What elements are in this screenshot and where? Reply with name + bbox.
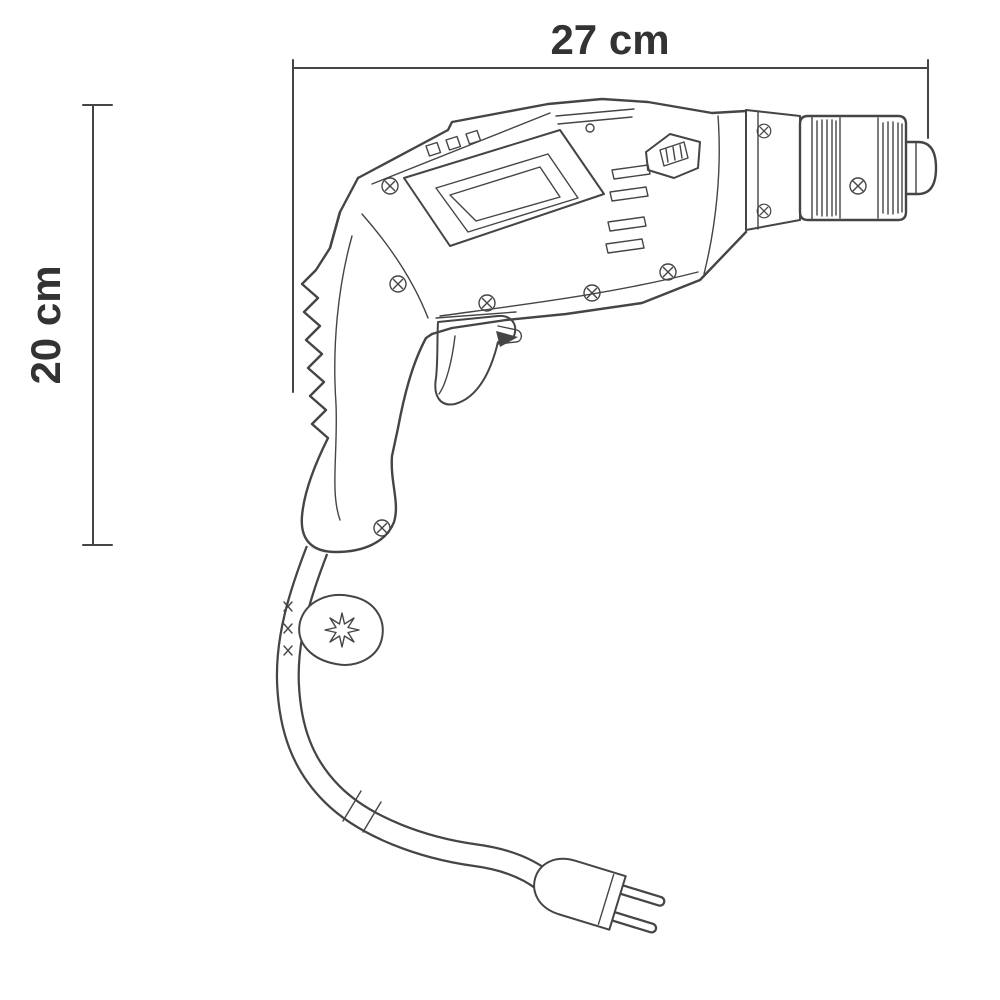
drill-handle bbox=[300, 210, 434, 554]
height-dimension: 20 cm bbox=[22, 104, 113, 546]
trigger bbox=[434, 311, 523, 406]
power-cord bbox=[275, 545, 553, 892]
screw-icon bbox=[373, 519, 391, 537]
power-plug bbox=[533, 857, 666, 934]
strain-relief-badge bbox=[298, 594, 384, 666]
trigger-lock-button bbox=[496, 325, 523, 345]
drill-chuck bbox=[798, 114, 938, 222]
forward-reverse-switch bbox=[645, 133, 701, 179]
nameplate-lines bbox=[555, 108, 635, 125]
cord-brand-marks bbox=[283, 601, 293, 656]
star-icon bbox=[324, 612, 360, 648]
handle-inner-line bbox=[334, 235, 353, 521]
trigger-outline bbox=[434, 314, 517, 406]
screw-icon bbox=[381, 177, 399, 195]
width-dimension: 27 cm bbox=[292, 16, 929, 393]
plug-body bbox=[533, 857, 627, 931]
chuck-outline bbox=[798, 114, 908, 222]
screw-icon bbox=[478, 294, 496, 312]
chuck-nose bbox=[904, 140, 938, 196]
handle-outline bbox=[300, 210, 434, 554]
width-dimension-label: 27 cm bbox=[550, 16, 669, 63]
chuck-knurling-front bbox=[882, 121, 903, 215]
chuck-knurling-rear bbox=[816, 119, 837, 217]
height-dimension-label: 20 cm bbox=[22, 265, 69, 384]
drill-body bbox=[328, 97, 748, 336]
gear-housing bbox=[745, 109, 801, 231]
handle-crease bbox=[361, 213, 429, 319]
screw-icon bbox=[389, 275, 407, 293]
body-rear-outline bbox=[328, 176, 360, 250]
plug-prongs bbox=[609, 884, 666, 934]
screw-icon bbox=[659, 263, 677, 281]
air-vents bbox=[425, 129, 651, 254]
drill-drawing bbox=[275, 97, 938, 934]
side-panel bbox=[403, 129, 605, 247]
chuck-key-hole bbox=[849, 177, 867, 195]
screw-icon bbox=[756, 123, 772, 139]
body-bottom-outline bbox=[430, 230, 748, 336]
cord-break-marks bbox=[342, 790, 382, 833]
body-top-outline bbox=[356, 97, 748, 180]
screw-icon bbox=[756, 203, 772, 219]
